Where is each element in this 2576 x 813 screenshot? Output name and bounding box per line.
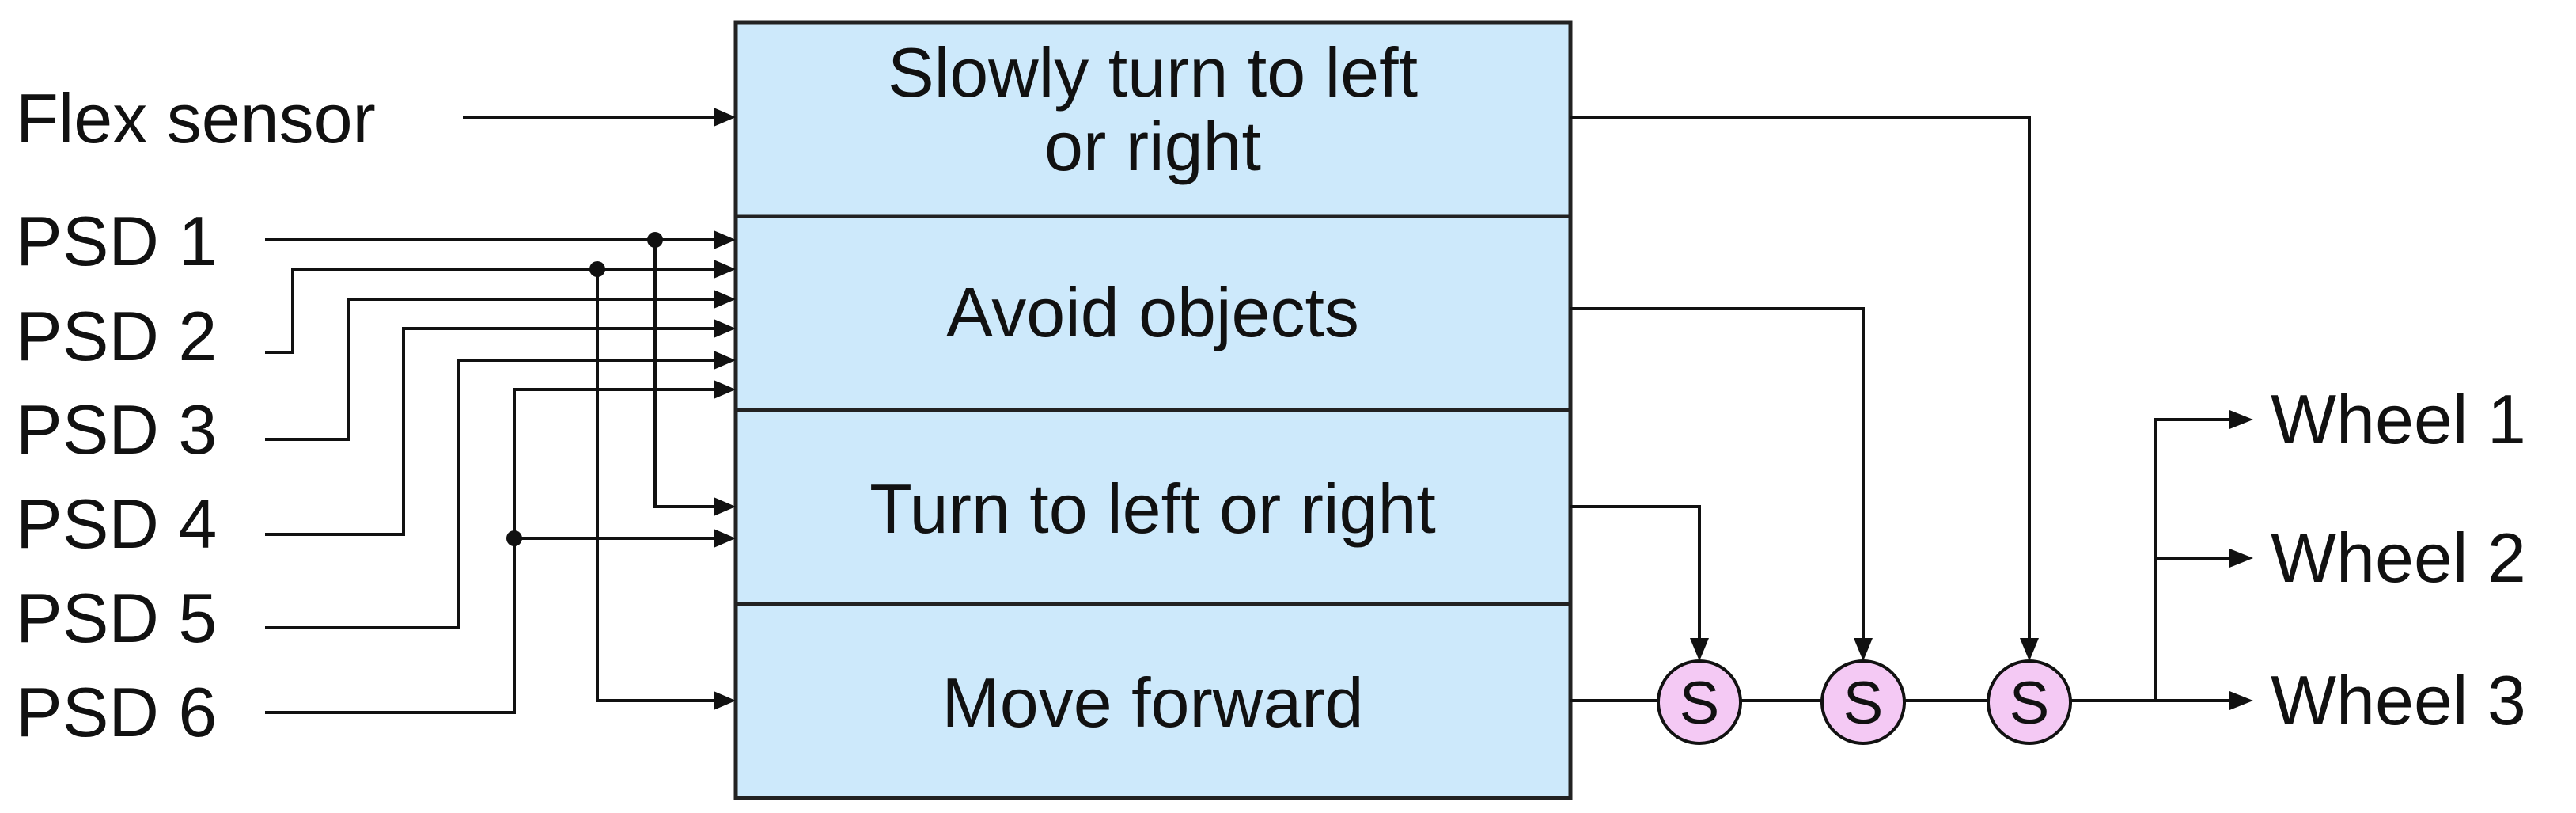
input-arrowheads	[714, 108, 736, 710]
suppressor-circle-1	[1657, 659, 1742, 745]
suppressor-circle-2	[1820, 659, 1906, 745]
behavior-box-slow-turn	[733, 20, 1573, 218]
arrowhead-wheel-3	[2229, 691, 2253, 710]
input-label-psd-6: PSD 6	[16, 673, 217, 751]
arrowhead-psd-4	[714, 319, 736, 338]
wire-turn-to-suppressor-1	[1570, 505, 1701, 640]
behavior-box-turn	[733, 408, 1573, 606]
input-label-psd-5: PSD 5	[16, 579, 217, 657]
wire-psd-4	[265, 327, 716, 536]
input-label-psd-2: PSD 2	[16, 297, 217, 375]
arrowhead-psd-3	[714, 290, 736, 309]
arrowhead-suppressor-1	[1690, 638, 1709, 661]
arrowhead-suppressor-2	[1854, 638, 1873, 661]
input-wires	[265, 116, 716, 714]
behavior-label-slow-turn-line-1: Slowly turn to left	[888, 33, 1418, 112]
junction-dot-psd-6	[506, 530, 522, 546]
suppressor-node-3: S	[1987, 659, 2072, 745]
arrowhead-psd-2	[714, 260, 736, 279]
behavior-label-move-forward: Move forward	[941, 663, 1363, 742]
arrowhead-wheel-1	[2229, 410, 2253, 429]
behavior-box-avoid-objects	[733, 214, 1573, 412]
output-label-wheel-2: Wheel 2	[2271, 519, 2526, 597]
junction-dot-psd-1	[647, 232, 663, 248]
wire-psd-2	[265, 268, 716, 354]
suppressor-node-2: S	[1820, 659, 1906, 745]
suppressor-circle-3	[1987, 659, 2072, 745]
input-label-psd-3: PSD 3	[16, 390, 217, 469]
wire-slow-turn-to-suppressor-3	[1570, 116, 2031, 640]
arrowhead-psd-5	[714, 351, 736, 370]
wire-wheel-1	[2154, 418, 2231, 701]
suppressor-node-1: S	[1657, 659, 1742, 745]
arrowhead-turn-input-1	[714, 497, 736, 516]
output-label-wheel-1: Wheel 1	[2271, 380, 2526, 458]
suppressor-label-1: S	[1680, 670, 1720, 737]
arrowhead-wheel-2	[2229, 549, 2253, 568]
input-label-flex-sensor: Flex sensor	[16, 79, 376, 158]
input-label-psd-4: PSD 4	[16, 484, 217, 563]
suppressor-label-2: S	[1843, 670, 1884, 737]
suppressor-label-3: S	[2010, 670, 2050, 737]
arrowhead-psd-6	[714, 380, 736, 399]
behavior-label-slow-turn-line-2: or right	[1044, 107, 1261, 185]
arrowhead-flex-sensor	[714, 108, 736, 127]
wire-branch-psd-1-to-turn	[653, 240, 716, 508]
wire-branch-psd-2-to-forward	[596, 269, 716, 702]
arrowhead-turn-input-2	[714, 529, 736, 548]
arrowhead-suppressor-3	[2020, 638, 2039, 661]
wire-avoid-to-suppressor-2	[1570, 307, 1865, 640]
input-label-psd-1: PSD 1	[16, 202, 217, 280]
wire-psd-5	[265, 359, 716, 629]
output-wires	[1570, 116, 2231, 702]
behavior-box-move-forward	[733, 602, 1573, 800]
wire-psd-6	[265, 388, 716, 714]
behavior-label-avoid-objects: Avoid objects	[946, 273, 1359, 351]
wire-psd-3	[265, 298, 716, 441]
junction-dot-psd-2	[589, 261, 605, 277]
arrowhead-psd-1	[714, 230, 736, 249]
behavior-label-turn: Turn to left or right	[869, 469, 1436, 548]
output-label-wheel-3: Wheel 3	[2271, 661, 2526, 739]
arrowhead-forward-input	[714, 691, 736, 710]
